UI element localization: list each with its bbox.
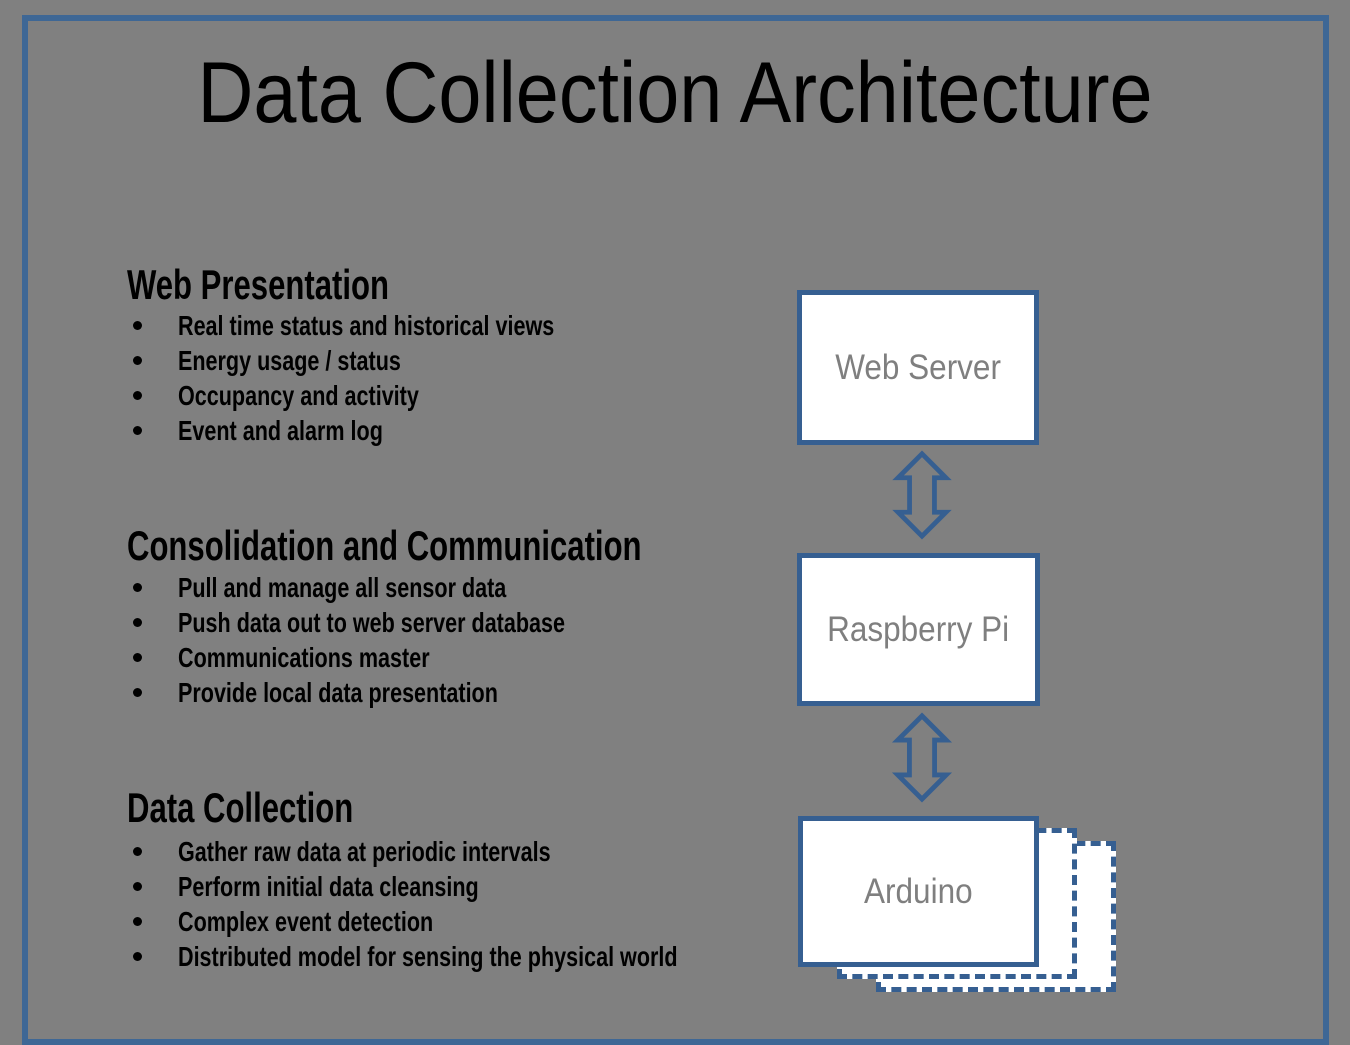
bullet-list-data-collection: Gather raw data at periodic intervals Pe…: [127, 834, 827, 974]
bullet-item: Provide local data presentation: [127, 675, 681, 710]
node-arduino: Arduino: [798, 816, 1039, 967]
bullet-item: Occupancy and activity: [127, 378, 667, 413]
section-heading-consolidation-communication: Consolidation and Communication: [127, 522, 642, 569]
bullet-text: Communications master: [178, 642, 430, 673]
bullet-dot: [133, 391, 142, 400]
bullet-dot: [133, 653, 142, 662]
bullet-list-web-presentation: Real time status and historical views En…: [127, 308, 667, 448]
up-down-double-arrow-icon: [891, 712, 953, 803]
bullet-text: Distributed model for sensing the physic…: [178, 941, 678, 972]
bullet-text: Gather raw data at periodic intervals: [178, 836, 551, 867]
bullet-dot: [133, 688, 142, 697]
bullet-dot: [133, 321, 142, 330]
bullet-dot: [133, 426, 142, 435]
node-label: Raspberry Pi: [827, 609, 1010, 649]
bullet-item: Distributed model for sensing the physic…: [127, 939, 827, 974]
bullet-dot: [133, 356, 142, 365]
node-raspberry-pi: Raspberry Pi: [797, 553, 1040, 706]
page-title: Data Collection Architecture: [197, 45, 1153, 141]
node-label: Arduino: [864, 871, 973, 911]
bullet-list-consolidation-communication: Pull and manage all sensor data Push dat…: [127, 570, 681, 710]
bullet-text: Energy usage / status: [178, 345, 401, 376]
bullet-text: Event and alarm log: [178, 415, 383, 446]
node-label: Web Server: [835, 347, 1001, 387]
bullet-item: Gather raw data at periodic intervals: [127, 834, 827, 869]
bullet-item: Communications master: [127, 640, 681, 675]
bullet-item: Pull and manage all sensor data: [127, 570, 681, 605]
node-web-server: Web Server: [797, 290, 1039, 445]
bullet-dot: [133, 917, 142, 926]
bullet-text: Provide local data presentation: [178, 677, 498, 708]
bullet-item: Perform initial data cleansing: [127, 869, 827, 904]
bullet-text: Complex event detection: [178, 906, 434, 937]
bullet-item: Push data out to web server database: [127, 605, 681, 640]
section-heading-data-collection: Data Collection: [127, 784, 354, 831]
bullet-item: Real time status and historical views: [127, 308, 667, 343]
section-heading-web-presentation: Web Presentation: [127, 261, 389, 308]
bullet-text: Real time status and historical views: [178, 310, 555, 341]
bullet-item: Energy usage / status: [127, 343, 667, 378]
bullet-item: Event and alarm log: [127, 413, 667, 448]
bullet-text: Pull and manage all sensor data: [178, 572, 507, 603]
bullet-dot: [133, 882, 142, 891]
up-down-double-arrow-icon: [892, 450, 952, 540]
bullet-dot: [133, 952, 142, 961]
bullet-dot: [133, 618, 142, 627]
bullet-item: Complex event detection: [127, 904, 827, 939]
slide-border: [22, 15, 1329, 1045]
bullet-dot: [133, 847, 142, 856]
bullet-text: Occupancy and activity: [178, 380, 419, 411]
bullet-text: Push data out to web server database: [178, 607, 565, 638]
bullet-dot: [133, 583, 142, 592]
bullet-text: Perform initial data cleansing: [178, 871, 479, 902]
